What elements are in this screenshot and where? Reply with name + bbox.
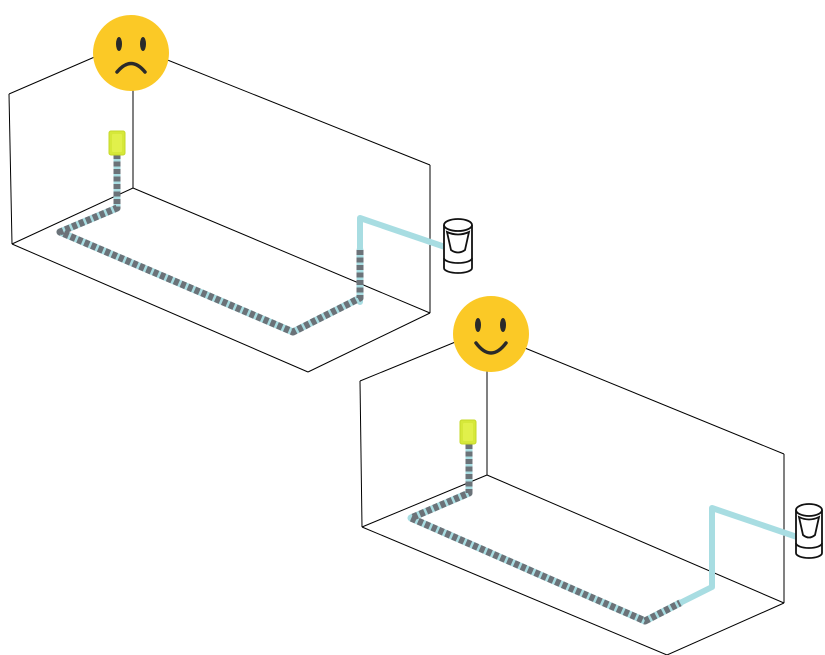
shielded-cable xyxy=(407,444,682,625)
connector-icon xyxy=(795,503,823,559)
sensor-icon xyxy=(108,130,126,156)
connector-icon xyxy=(443,218,473,274)
enclosure-box xyxy=(359,335,785,655)
scene-bad-routing xyxy=(8,15,473,373)
enclosure-box xyxy=(8,44,431,373)
scene-good-routing xyxy=(359,296,823,655)
sensor-icon xyxy=(459,419,477,445)
shielded-cable-base xyxy=(56,150,364,336)
sad-face-icon xyxy=(93,15,169,91)
happy-face-icon xyxy=(453,296,529,372)
shielded-cable xyxy=(56,154,364,336)
exposed-cable xyxy=(675,505,803,607)
